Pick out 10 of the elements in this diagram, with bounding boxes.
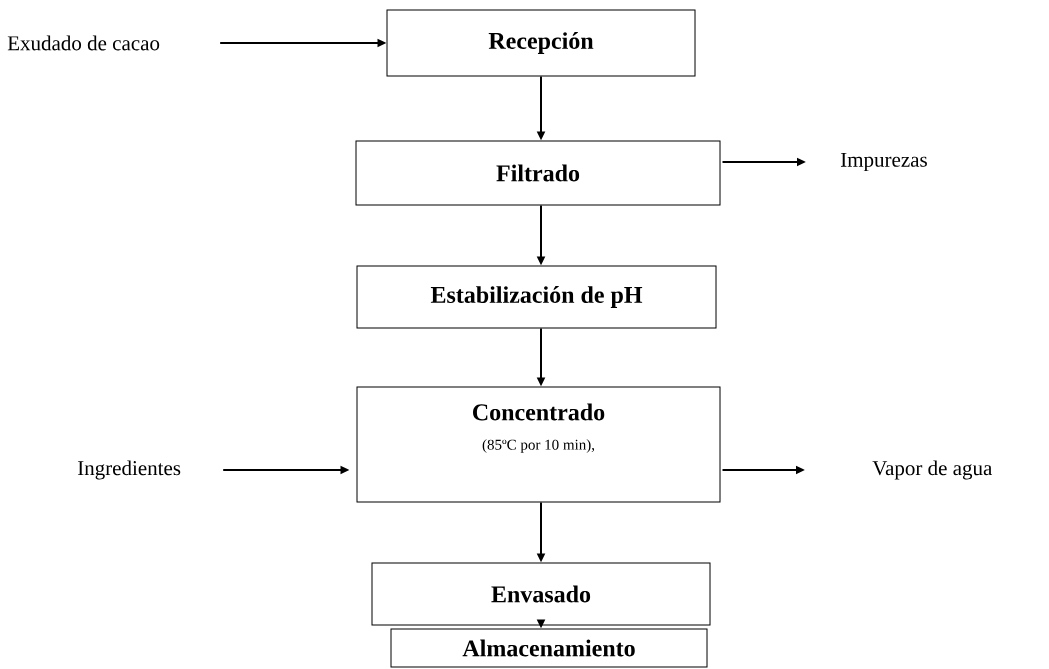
stream-label: Vapor de agua <box>872 460 993 480</box>
process-box: Concentrado (85ºC por 10 min), <box>356 386 721 503</box>
process-box: Envasado <box>371 562 711 626</box>
stream-label: Impurezas <box>840 152 927 172</box>
process-box: Estabilización de pH <box>356 265 717 329</box>
process-box: Almacenamiento <box>390 628 708 668</box>
stream-label: Ingredientes <box>77 460 181 480</box>
stream-label: Exudado de cacao <box>7 35 160 51</box>
process-box: Filtrado <box>355 140 721 206</box>
process-box: Recepción <box>386 9 696 77</box>
